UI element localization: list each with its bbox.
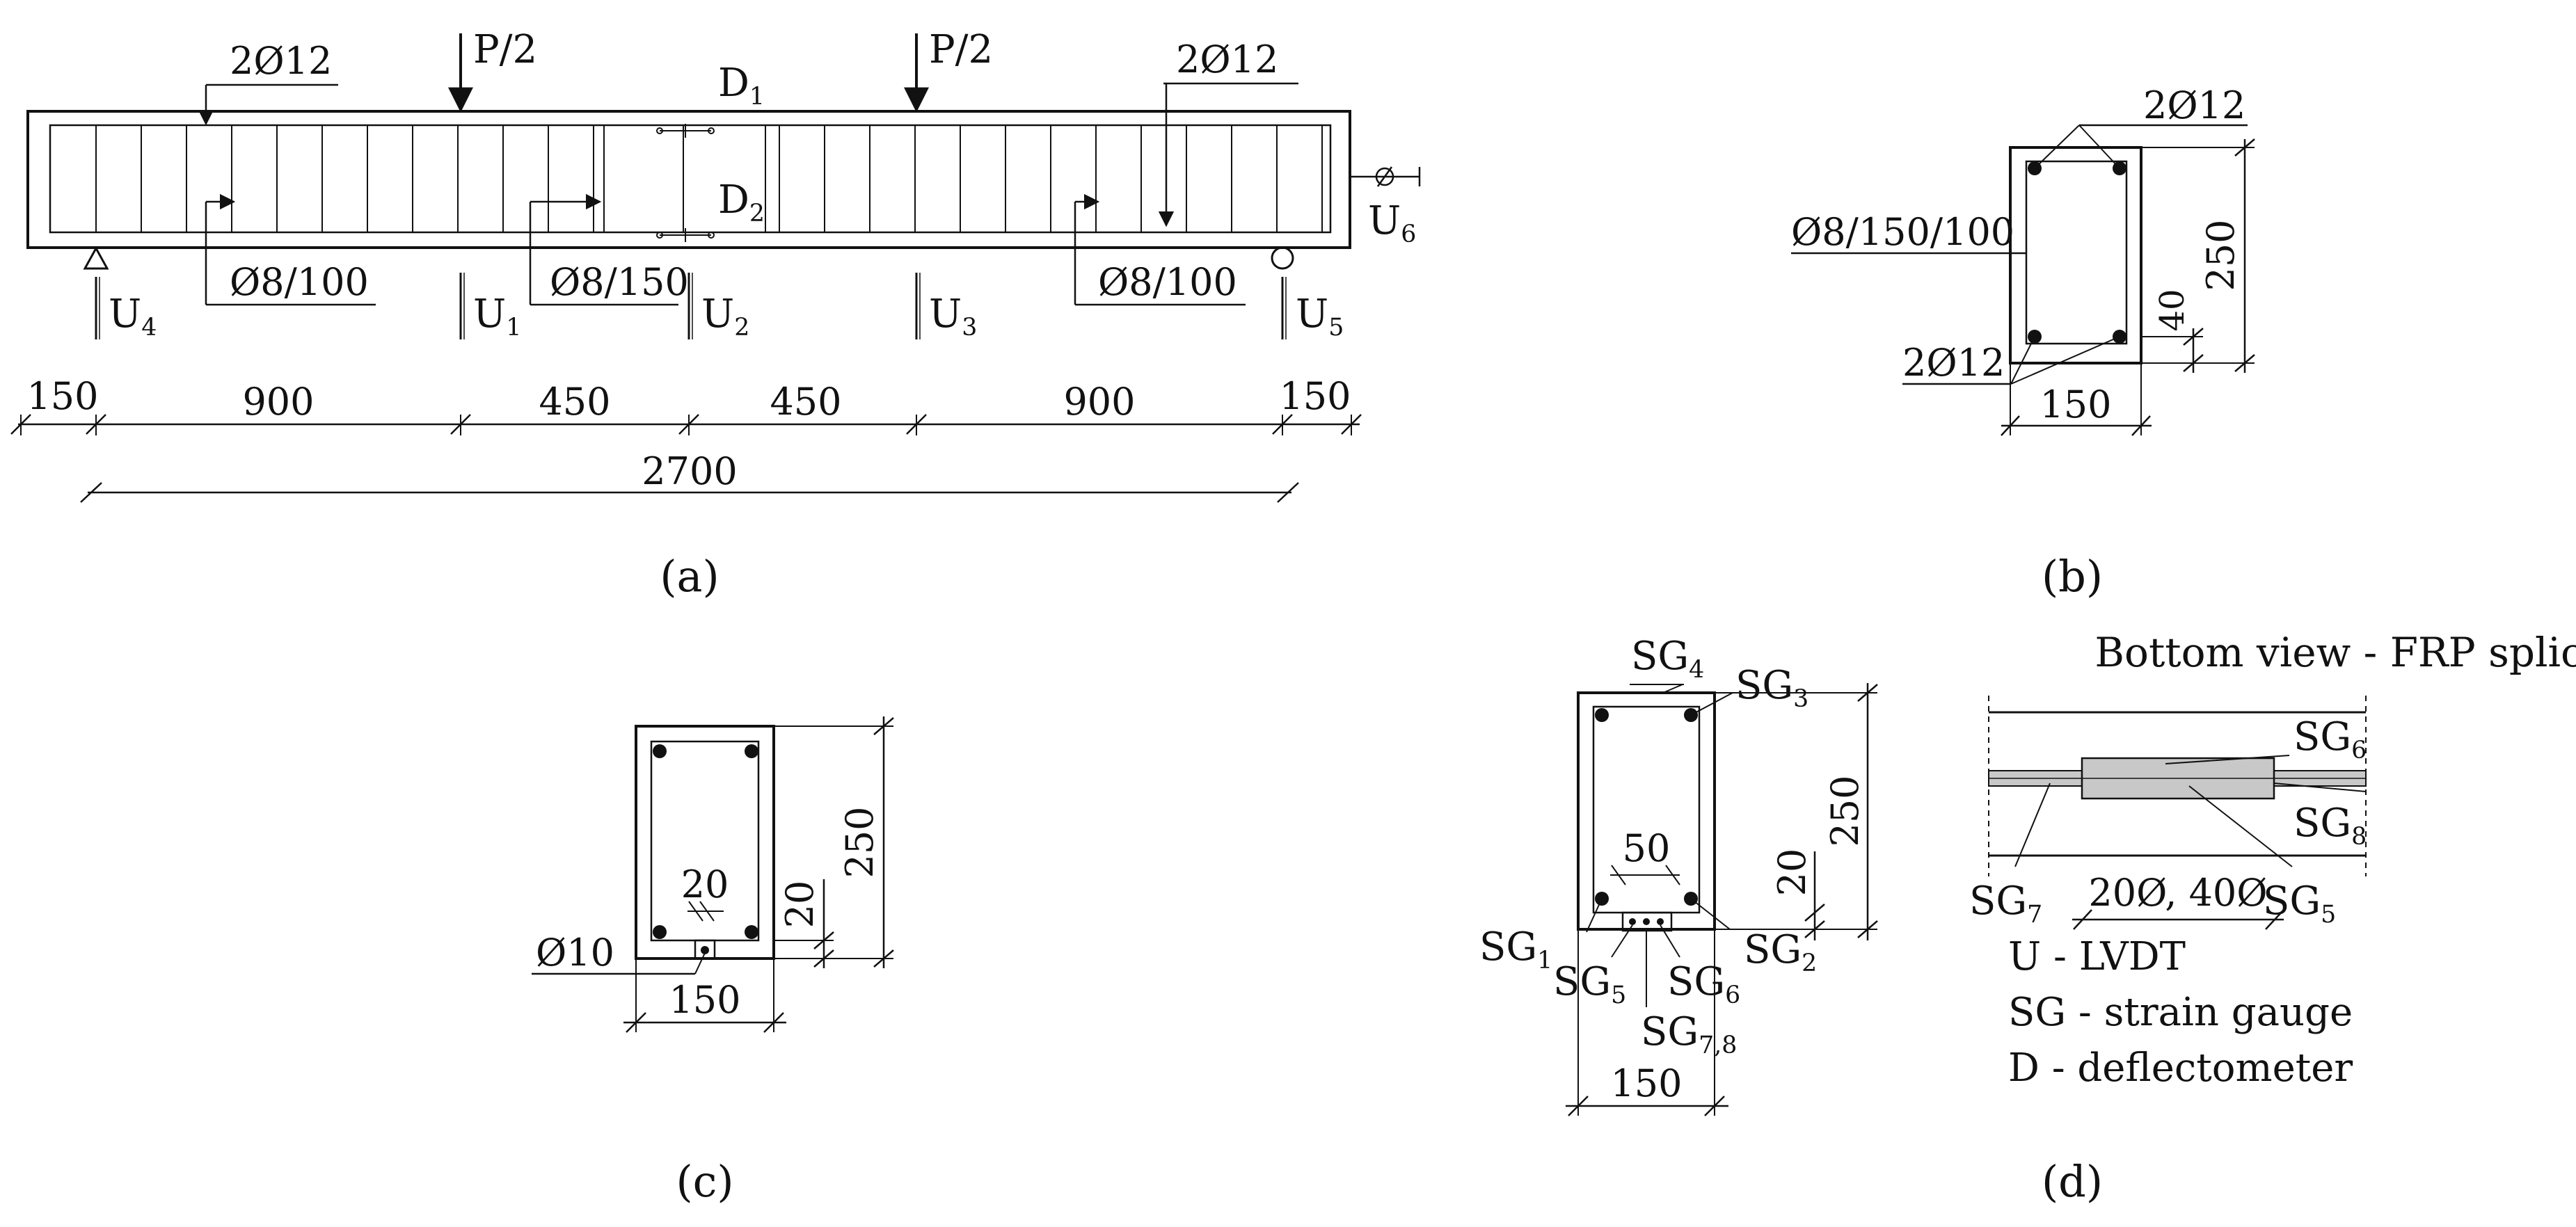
section-b-cover-label: 40 — [2153, 289, 2192, 331]
legend-deflectometer: D - deflectometer — [2008, 1045, 2353, 1091]
section-d-width-label: 150 — [1610, 1061, 1682, 1105]
section-d-bar-top-left — [1595, 708, 1609, 722]
section-d-frp-bar-1 — [1629, 918, 1636, 925]
deflectometer-d1-pin-right — [708, 127, 715, 134]
section-c-bar-bottom-right — [745, 925, 758, 939]
stirrups — [95, 125, 1323, 232]
gauge-sg5-label: SG5 — [1553, 959, 1626, 1009]
section-d-frp-bar-2 — [1643, 918, 1650, 925]
stirrup-right-label: Ø8/100 — [1098, 260, 1237, 304]
splice-gauge-sg5-label: SG5 — [2263, 879, 2336, 929]
section-d-stirrup — [1592, 705, 1701, 914]
dim-450-right: 450 — [770, 380, 841, 424]
lvdt-u1: U1 — [459, 273, 521, 342]
dim-total: 2700 — [642, 449, 737, 493]
load-label-right: P/2 — [929, 27, 993, 72]
lvdt-u3-label: U3 — [929, 291, 977, 342]
panel-a-beam-elevation: P/2 P/2 2Ø12 2Ø12 D1 D2 Ø8/100 Ø8/150 — [10, 27, 1421, 602]
lvdt-u4-label: U4 — [109, 291, 157, 342]
section-c-height-label: 250 — [838, 806, 882, 878]
pin-support-icon — [83, 246, 109, 270]
lvdt-u2: U2 — [687, 273, 749, 342]
dimension-chain: 150 900 450 450 900 150 2700 — [10, 374, 1362, 503]
deflectometer-d1-pin-left — [656, 127, 663, 134]
deflectometer-d2-label: D2 — [718, 177, 765, 227]
section-c-groove — [694, 939, 716, 960]
rebar-cage — [49, 124, 1332, 234]
beam-outline — [26, 110, 1351, 249]
deflectometer-d2-pin-right — [708, 232, 715, 239]
section-c-bar-top-right — [745, 744, 758, 758]
deflectometer-d2-pin-left — [656, 232, 663, 239]
section-b-stirrups-label: Ø8/150/100 — [1791, 210, 2014, 254]
lvdt-u4: U4 — [95, 277, 157, 342]
gauge-sg78-label: SG7,8 — [1641, 1009, 1737, 1059]
panel-b-cross-section: 2Ø12 Ø8/150/100 2Ø12 250 40 150 (b) — [1791, 83, 2255, 602]
deflectometer-d1-label: D1 — [718, 61, 765, 111]
dim-150-right: 150 — [1279, 374, 1351, 418]
splice-gauge-sg7-label: SG7 — [1969, 879, 2042, 929]
section-d-spacing-label: 50 — [1623, 826, 1671, 870]
section-b-outline — [2009, 146, 2142, 364]
load-label-left: P/2 — [473, 27, 537, 72]
section-b-width-label: 150 — [2040, 383, 2111, 426]
panel-d-label: (d) — [2042, 1156, 2103, 1207]
section-c-bar-bottom-left — [653, 925, 667, 939]
lvdt-u5: U5 — [1281, 277, 1344, 342]
section-d-height-label: 250 — [1823, 775, 1867, 847]
splice-gauge-sg8-label: SG8 — [2293, 801, 2367, 851]
section-c-bar-top-left — [653, 744, 667, 758]
section-b-height-label: 250 — [2199, 219, 2243, 291]
section-b-stirrup — [2025, 160, 2128, 345]
panel-c-label: (c) — [676, 1156, 733, 1207]
section-b-bottom-bars-label: 2Ø12 — [1902, 341, 2005, 385]
splice-view-title: Bottom view - FRP splicing — [2094, 629, 2576, 676]
lvdt-u1-label: U1 — [473, 291, 521, 342]
lvdt-u5-label: U5 — [1296, 291, 1344, 342]
top-bar-right-label: 2Ø12 — [1176, 38, 1278, 81]
splice-lap-length-label: 20Ø, 40Ø — [2088, 871, 2267, 915]
gauge-sg1-label: SG1 — [1479, 924, 1552, 975]
dim-450-left: 450 — [539, 380, 610, 424]
top-bar-left-label: 2Ø12 — [230, 39, 332, 83]
splice-gauge-sg6-label: SG6 — [2293, 714, 2367, 764]
section-d-outline — [1577, 691, 1716, 931]
panel-d-instrumented-section: 50 SG4 SG3 SG1 SG2 SG5 SG6 SG7,8 250 — [1479, 629, 2576, 1207]
legend-lvdt: U - LVDT — [2008, 934, 2186, 979]
dim-900-right: 900 — [1063, 380, 1135, 424]
roller-support-icon — [1271, 246, 1294, 270]
gauge-sg6-label: SG6 — [1667, 959, 1740, 1009]
lvdt-u3: U3 — [915, 273, 977, 342]
section-b-top-bars-label: 2Ø12 — [2143, 83, 2245, 127]
panel-b-label: (b) — [2042, 551, 2103, 602]
section-d-frp-bar-3 — [1657, 918, 1664, 925]
section-c-spacing-label: 20 — [681, 863, 729, 906]
section-c-bar-label: Ø10 — [536, 931, 614, 975]
section-c-width-label: 150 — [669, 978, 740, 1022]
section-d-cover-label: 20 — [1770, 849, 1814, 897]
lvdt-u6: U6 — [1351, 166, 1421, 248]
legend-strain-gauge: SG - strain gauge — [2008, 990, 2353, 1035]
section-c-nsm-bar — [701, 946, 709, 954]
panel-c-cross-section: 20 Ø10 20 250 150 (c) — [532, 716, 894, 1207]
dim-150-left: 150 — [26, 374, 98, 418]
gauge-sg4-label: SG4 — [1631, 634, 1704, 684]
section-c-cover-label: 20 — [778, 881, 822, 929]
section-c-outline — [635, 725, 775, 960]
gauge-sg2-label: SG2 — [1744, 927, 1817, 977]
stirrup-mid-label: Ø8/150 — [550, 260, 689, 304]
lvdt-u2-label: U2 — [701, 291, 749, 342]
stirrup-left-label: Ø8/100 — [230, 260, 369, 304]
lvdt-u6-label: U6 — [1368, 198, 1416, 248]
dim-900-left: 900 — [242, 380, 314, 424]
panel-a-label: (a) — [660, 551, 719, 602]
gauge-sg3-label: SG3 — [1735, 663, 1808, 713]
